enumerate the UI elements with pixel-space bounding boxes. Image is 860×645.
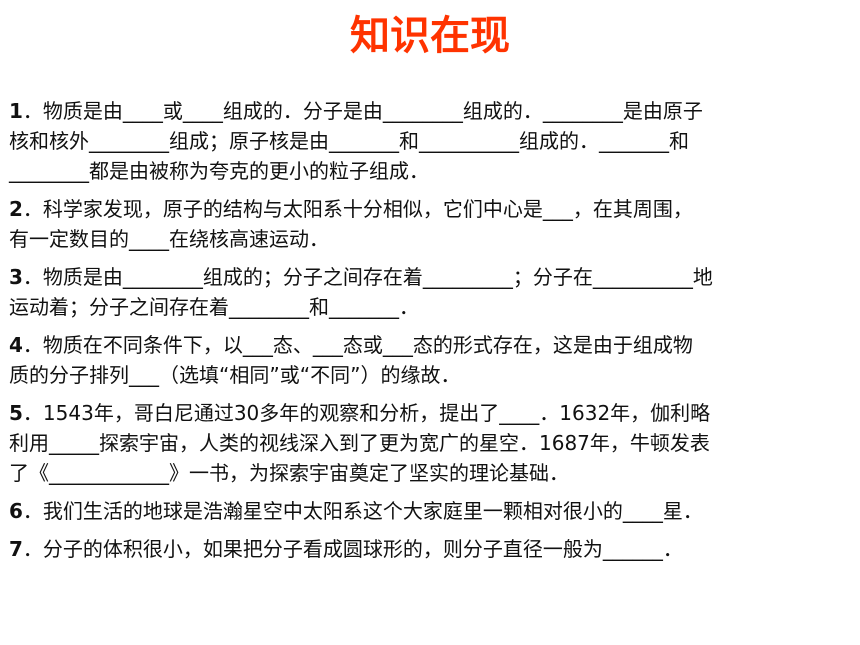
question-line: 3．物质是由________组成的；分子之间存在着_________；分子在__… — [9, 262, 851, 292]
question-7: 7．分子的体积很小，如果把分子看成圆球形的，则分子直径一般为______． — [9, 534, 851, 564]
question-6: 6．我们生活的地球是浩瀚星空中太阳系这个大家庭里一颗相对很小的____星． — [9, 496, 851, 526]
question-4: 4．物质在不同条件下，以___态、___态或___态的形式存在，这是由于组成物 … — [9, 330, 851, 390]
question-line: 7．分子的体积很小，如果把分子看成圆球形的，则分子直径一般为______． — [9, 534, 851, 564]
question-number: 2 — [9, 197, 23, 221]
question-line: 质的分子排列___（选填“相同”或“不同”）的缘故． — [9, 363, 461, 387]
question-text: ．1543年，哥白尼通过30多年的观察和分析，提出了____．1632年，伽利略 — [22, 401, 711, 425]
question-2: 2．科学家发现，原子的结构与太阳系十分相似，它们中心是___，在其周围， 有一定… — [9, 194, 851, 254]
page-title: 知识在现 — [350, 13, 510, 59]
question-1: 1．物质是由____或____组成的．分子是由________组成的．_____… — [9, 96, 851, 186]
question-text: ．我们生活的地球是浩瀚星空中太阳系这个大家庭里一颗相对很小的____星． — [22, 499, 703, 523]
question-number: 4 — [9, 333, 23, 357]
question-line: 6．我们生活的地球是浩瀚星空中太阳系这个大家庭里一颗相对很小的____星． — [9, 496, 851, 526]
question-number: 3 — [9, 265, 23, 289]
question-list: 1．物质是由____或____组成的．分子是由________组成的．_____… — [9, 96, 851, 572]
question-number: 7 — [9, 537, 23, 561]
question-text: ．分子的体积很小，如果把分子看成圆球形的，则分子直径一般为______． — [22, 537, 683, 561]
question-line: 有一定数目的____在绕核高速运动． — [9, 227, 329, 251]
question-line: 1．物质是由____或____组成的．分子是由________组成的．_____… — [9, 96, 851, 126]
question-line: 2．科学家发现，原子的结构与太阳系十分相似，它们中心是___，在其周围， — [9, 194, 851, 224]
question-line: 核和核外________组成；原子核是由_______和__________组成… — [9, 129, 689, 153]
question-line: ________都是由被称为夸克的更小的粒子组成． — [9, 159, 429, 183]
question-text: ．科学家发现，原子的结构与太阳系十分相似，它们中心是___，在其周围， — [22, 197, 693, 221]
question-line: 利用_____探索宇宙，人类的视线深入到了更为宽广的星空．1687年，牛顿发表 — [9, 431, 710, 455]
question-line: 4．物质在不同条件下，以___态、___态或___态的形式存在，这是由于组成物 — [9, 330, 851, 360]
question-5: 5．1543年，哥白尼通过30多年的观察和分析，提出了____．1632年，伽利… — [9, 398, 851, 488]
question-line: 运动着；分子之间存在着________和_______． — [9, 295, 419, 319]
question-text: ．物质在不同条件下，以___态、___态或___态的形式存在，这是由于组成物 — [22, 333, 693, 357]
question-text: ．物质是由________组成的；分子之间存在着_________；分子在___… — [22, 265, 713, 289]
question-number: 5 — [9, 401, 23, 425]
question-number: 6 — [9, 499, 23, 523]
question-3: 3．物质是由________组成的；分子之间存在着_________；分子在__… — [9, 262, 851, 322]
question-line: 了《____________》一书，为探索宇宙奠定了坚实的理论基础． — [9, 461, 569, 485]
question-text: ．物质是由____或____组成的．分子是由________组成的．______… — [22, 99, 703, 123]
question-number: 1 — [9, 99, 23, 123]
question-line: 5．1543年，哥白尼通过30多年的观察和分析，提出了____．1632年，伽利… — [9, 398, 851, 428]
